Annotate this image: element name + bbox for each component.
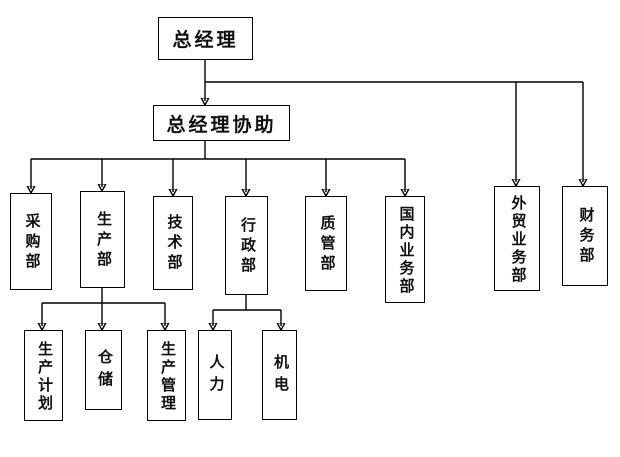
node-production-label: 生产部 [95,210,111,271]
node-quality[interactable]: 质管部 [305,196,347,291]
node-finance[interactable]: 财务部 [562,186,608,286]
node-production-management[interactable]: 生产管理 [147,330,186,421]
node-administration-label: 行政部 [239,216,255,277]
node-general-manager[interactable]: 总经理 [158,17,253,60]
node-purchasing-label: 采购部 [23,212,40,273]
node-quality-label: 质管部 [318,214,335,275]
node-technology[interactable]: 技术部 [153,196,193,290]
node-electromechanical[interactable]: 机电 [262,330,297,420]
node-production-plan[interactable]: 生产计划 [24,330,63,421]
node-production-management-label: 生产管理 [159,340,175,413]
node-technology-label: 技术部 [165,214,182,274]
node-warehouse-label: 仓储 [96,349,112,393]
node-foreign-trade[interactable]: 外贸业务部 [494,186,540,291]
node-general-manager-label: 总经理 [172,30,239,51]
node-finance-label: 财务部 [577,207,594,267]
node-human-resources-label: 人力 [207,354,224,398]
node-purchasing[interactable]: 采购部 [10,193,52,290]
node-human-resources[interactable]: 人力 [198,330,232,420]
node-foreign-trade-label: 外贸业务部 [509,194,526,285]
node-domestic-business[interactable]: 国内业务部 [385,196,425,303]
node-gm-assistant[interactable]: 总经理协助 [153,105,290,141]
node-production[interactable]: 生产部 [80,191,125,288]
node-administration[interactable]: 行政部 [225,196,268,295]
node-production-plan-label: 生产计划 [36,340,52,413]
node-warehouse[interactable]: 仓储 [85,330,122,410]
node-gm-assistant-label: 总经理协助 [166,114,277,136]
node-electromechanical-label: 机电 [272,354,288,398]
node-domestic-business-label: 国内业务部 [397,205,414,296]
